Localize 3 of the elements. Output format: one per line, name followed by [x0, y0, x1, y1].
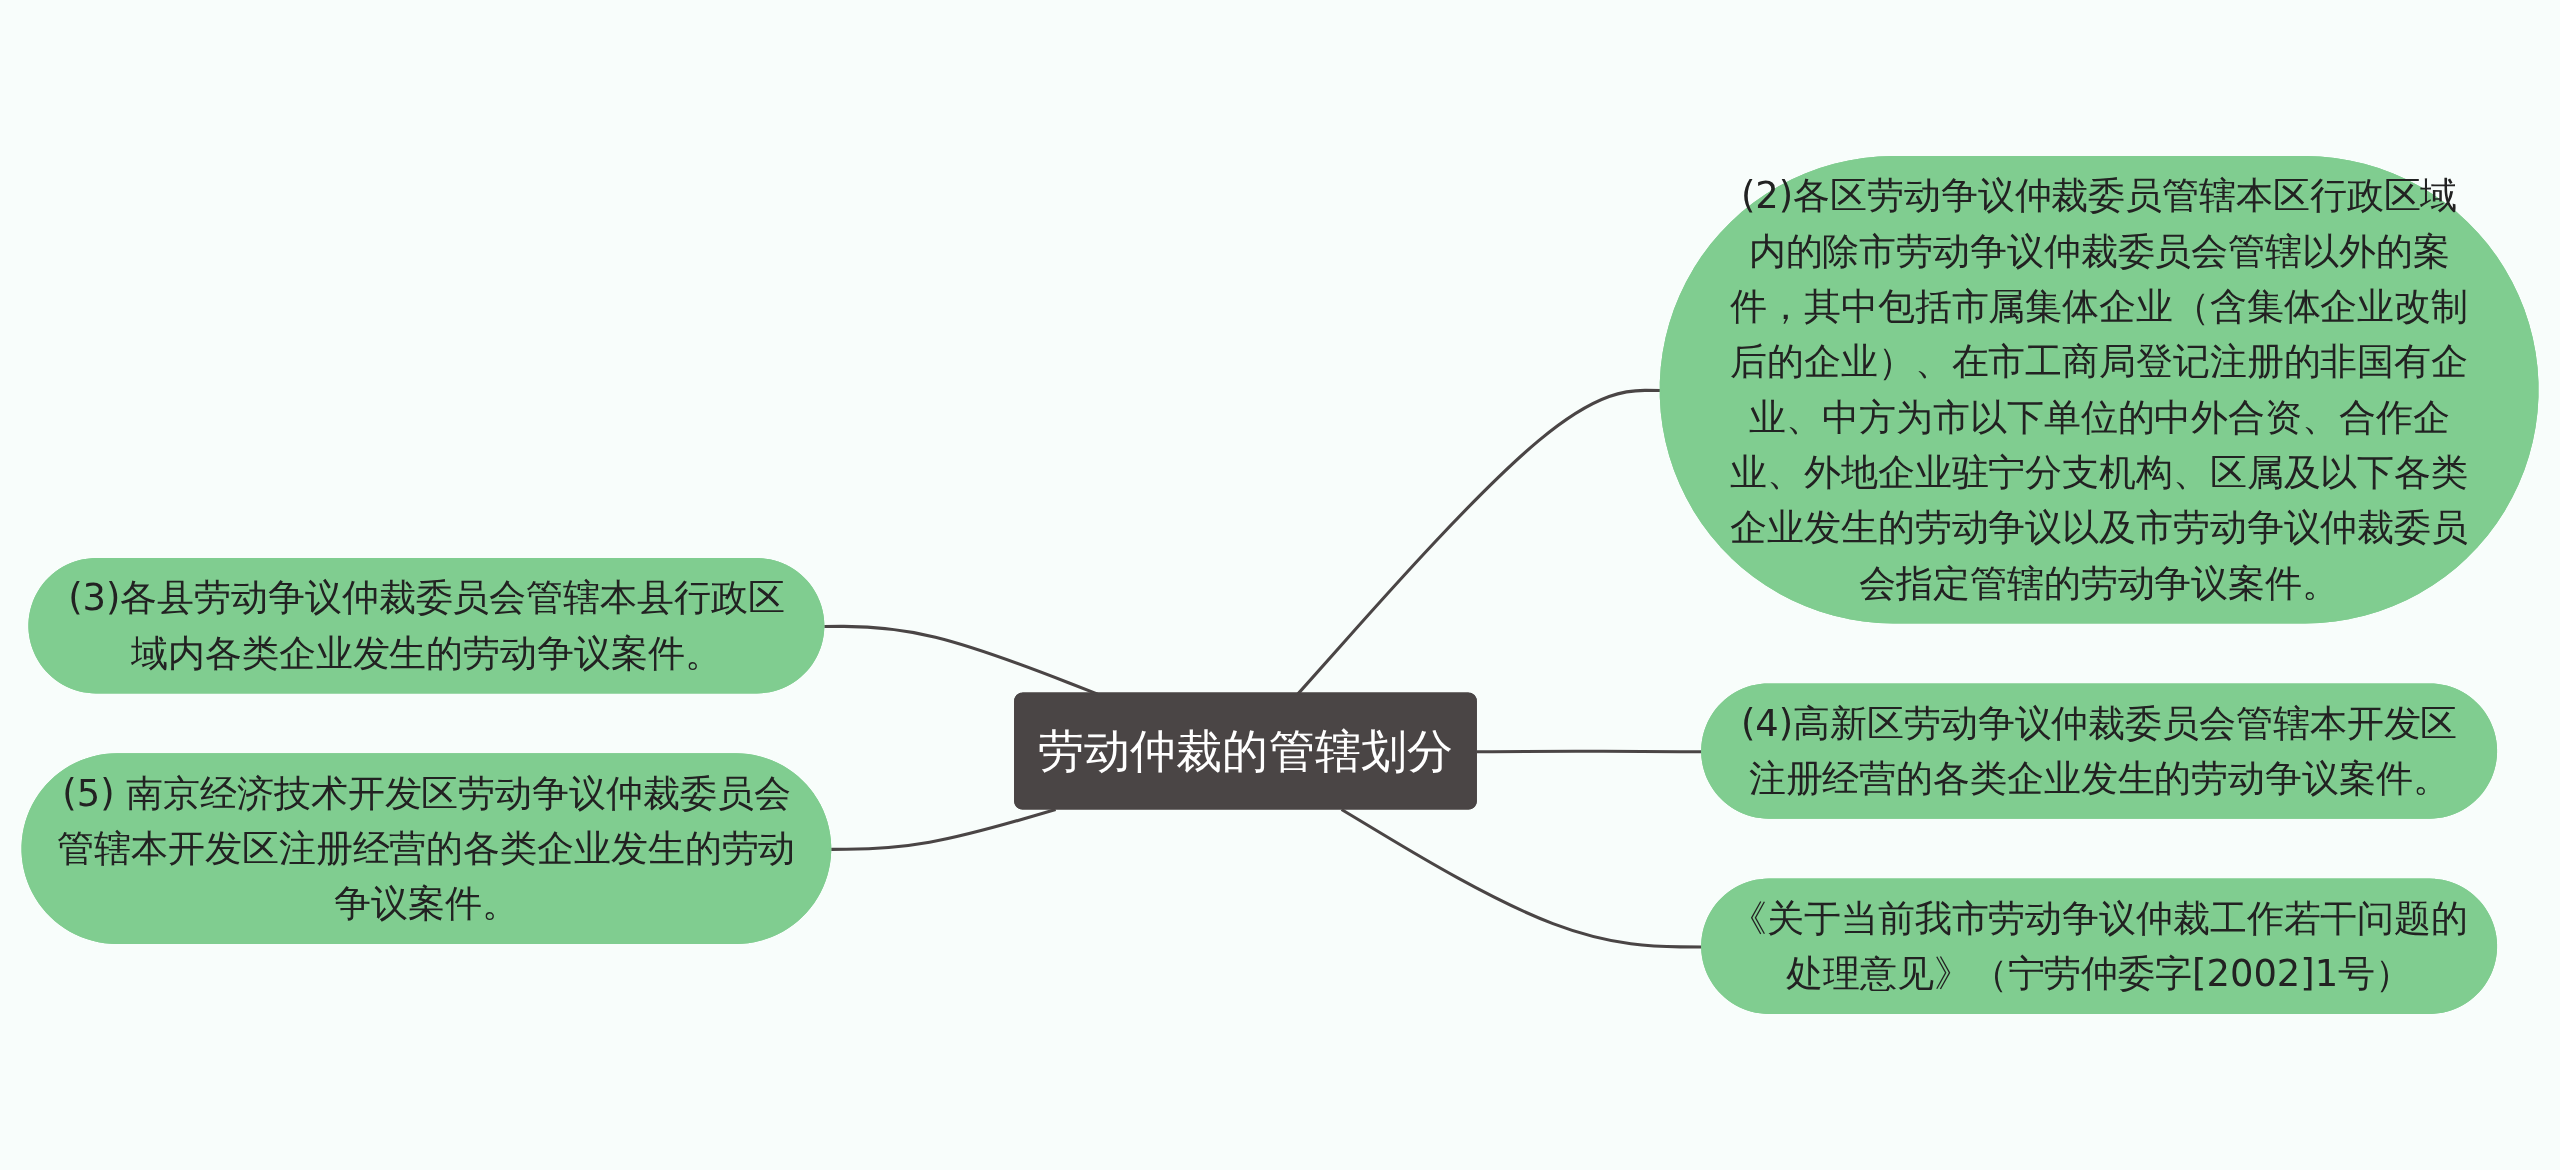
connector: [1340, 808, 1703, 949]
connector: [831, 807, 1057, 851]
connector: [1476, 749, 1703, 754]
